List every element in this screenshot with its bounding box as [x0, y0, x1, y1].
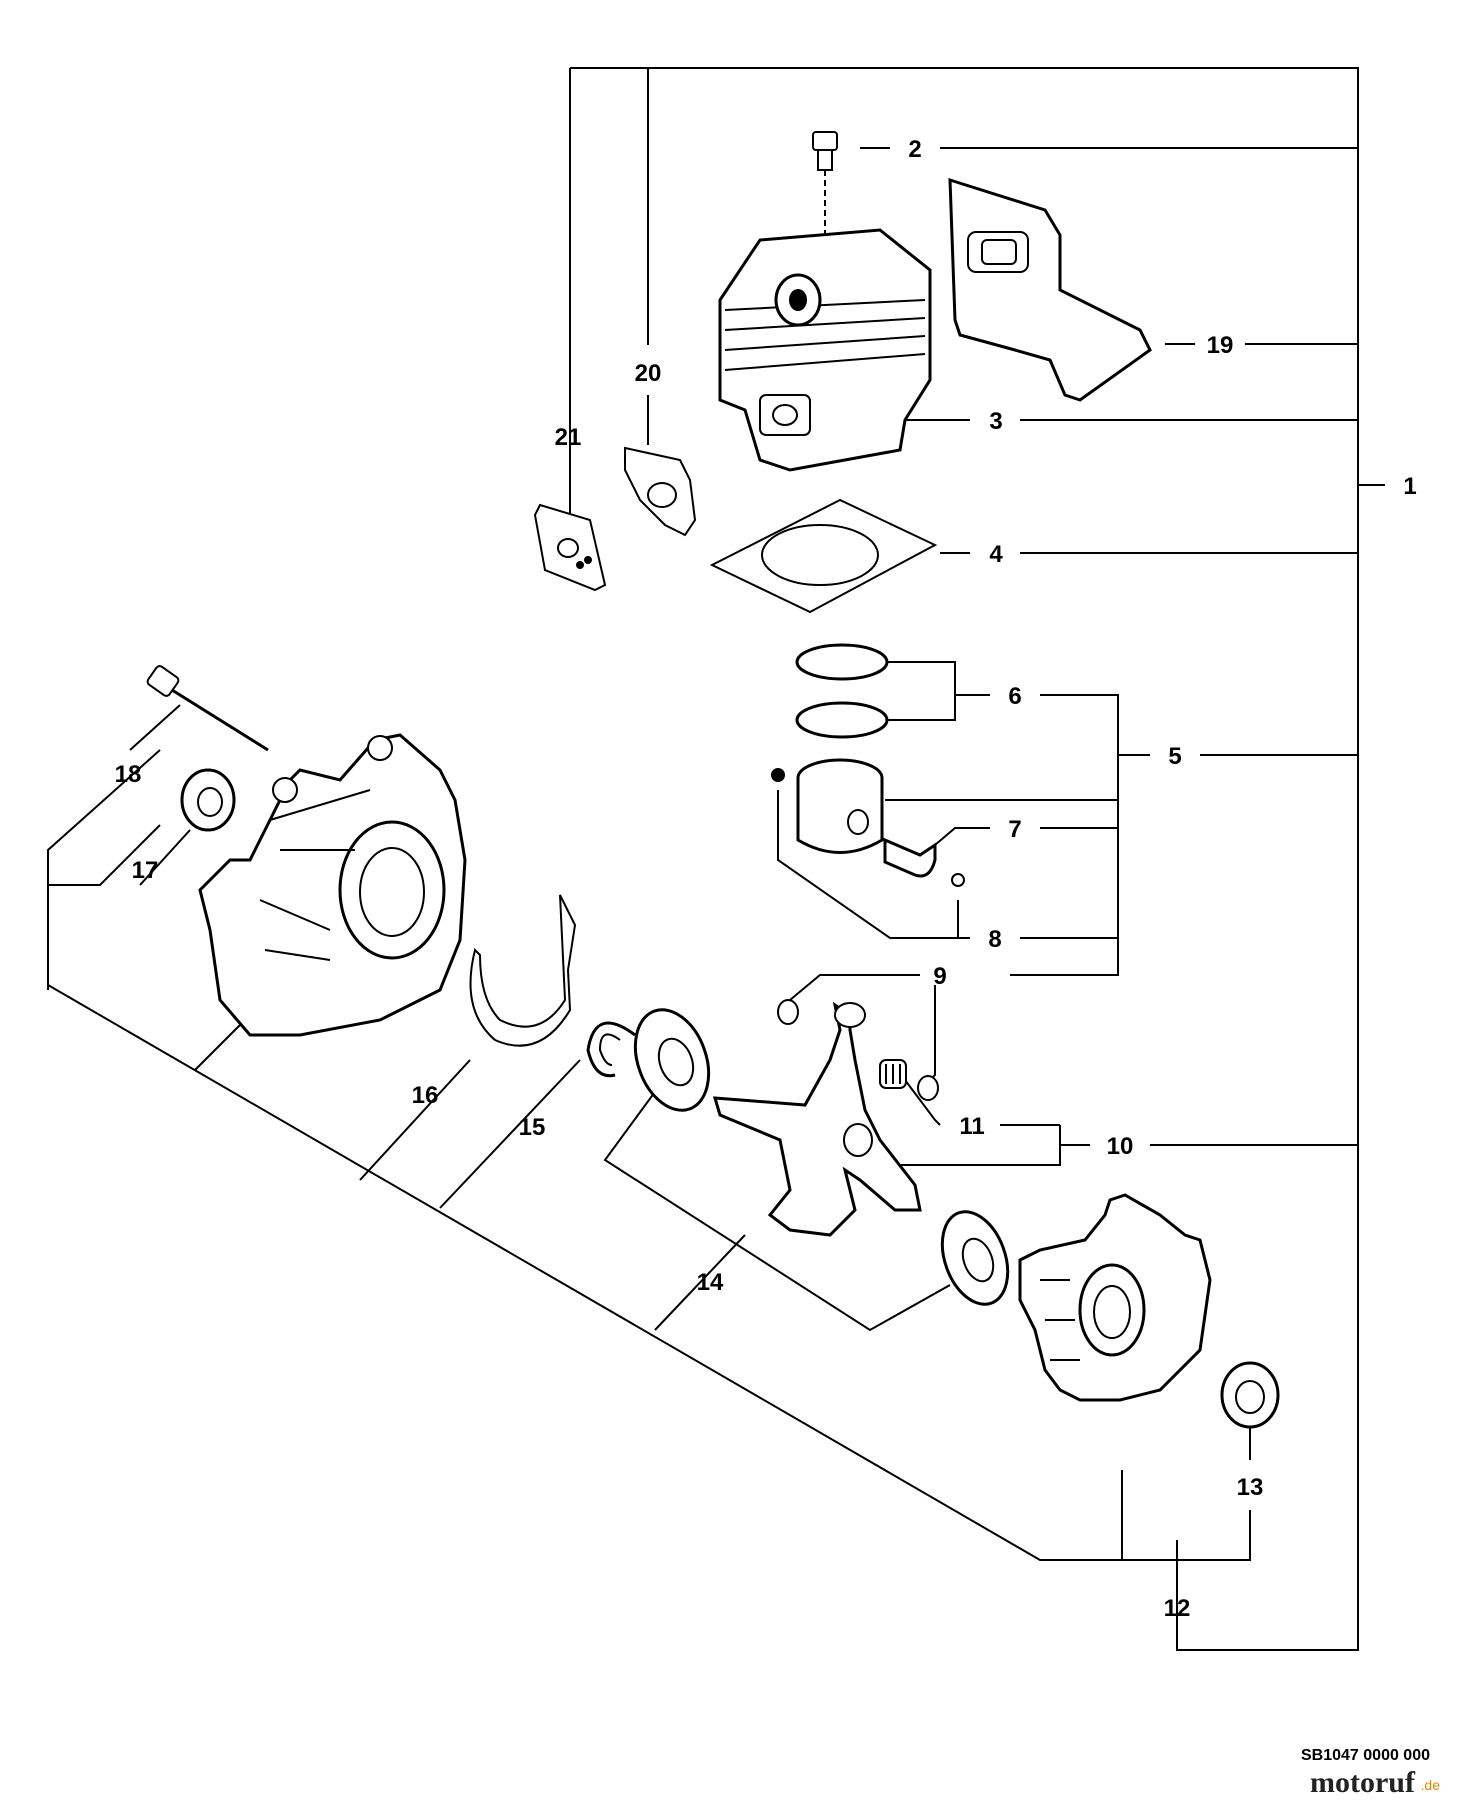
label-7: 7: [1008, 816, 1021, 843]
diagram-code: SB1047 0000 000: [1301, 1747, 1430, 1764]
snap-ring-15-icon: [586, 1021, 636, 1078]
label-4: 4: [989, 541, 1003, 568]
label-14: 14: [697, 1269, 724, 1296]
label-5: 5: [1168, 743, 1181, 770]
piston-rings-6-icon: [795, 643, 889, 739]
label-16: 16: [412, 1082, 439, 1109]
label-15: 15: [519, 1114, 546, 1141]
label-13: 13: [1237, 1474, 1264, 1501]
piston-pin-7-icon: [883, 837, 965, 887]
label-21: 21: [555, 424, 582, 451]
gasket-20-icon: [624, 446, 697, 537]
label-20: 20: [635, 360, 662, 387]
label-12: 12: [1164, 1595, 1191, 1622]
label-2: 2: [908, 136, 921, 163]
oil-seal-13-icon: [1220, 1361, 1280, 1429]
heat-shield-19-icon: [948, 177, 1152, 402]
bearing-14a-icon: [633, 1008, 711, 1112]
label-6: 6: [1008, 683, 1021, 710]
label-3: 3: [989, 408, 1002, 435]
crankcase-left-icon: [198, 733, 467, 1037]
gasket-16-icon: [469, 894, 577, 1047]
gasket-4-icon: [709, 498, 938, 614]
brand-logo-text: motoruf: [1310, 1766, 1416, 1799]
label-19: 19: [1207, 332, 1234, 359]
label-18: 18: [115, 761, 142, 788]
bearing-11-icon: [879, 1059, 907, 1089]
label-10: 10: [1107, 1133, 1134, 1160]
leader-lines: [47, 67, 1385, 1651]
oil-seal-17-icon: [180, 768, 236, 832]
washers-9-icon: [777, 999, 939, 1101]
bolt-18-icon: [146, 665, 269, 752]
bearing-14b-icon: [940, 1210, 1010, 1306]
label-1: 1: [1403, 473, 1416, 500]
label-11: 11: [959, 1113, 984, 1140]
label-9: 9: [933, 963, 946, 990]
crankshaft-10-icon: [712, 1001, 922, 1237]
cylinder-3-icon: [718, 228, 932, 472]
brand-logo-suffix: .de: [1421, 1777, 1441, 1793]
piston-5-icon: [771, 758, 884, 854]
gasket-21-icon: [533, 503, 607, 592]
label-17: 17: [132, 857, 159, 884]
reference-labels: 1 2 3 4 5 6 7 8 9 10 11 12 13 14 15 16 1…: [115, 136, 1417, 1622]
crankcase-right-icon: [1018, 1193, 1212, 1402]
label-8: 8: [988, 926, 1001, 953]
